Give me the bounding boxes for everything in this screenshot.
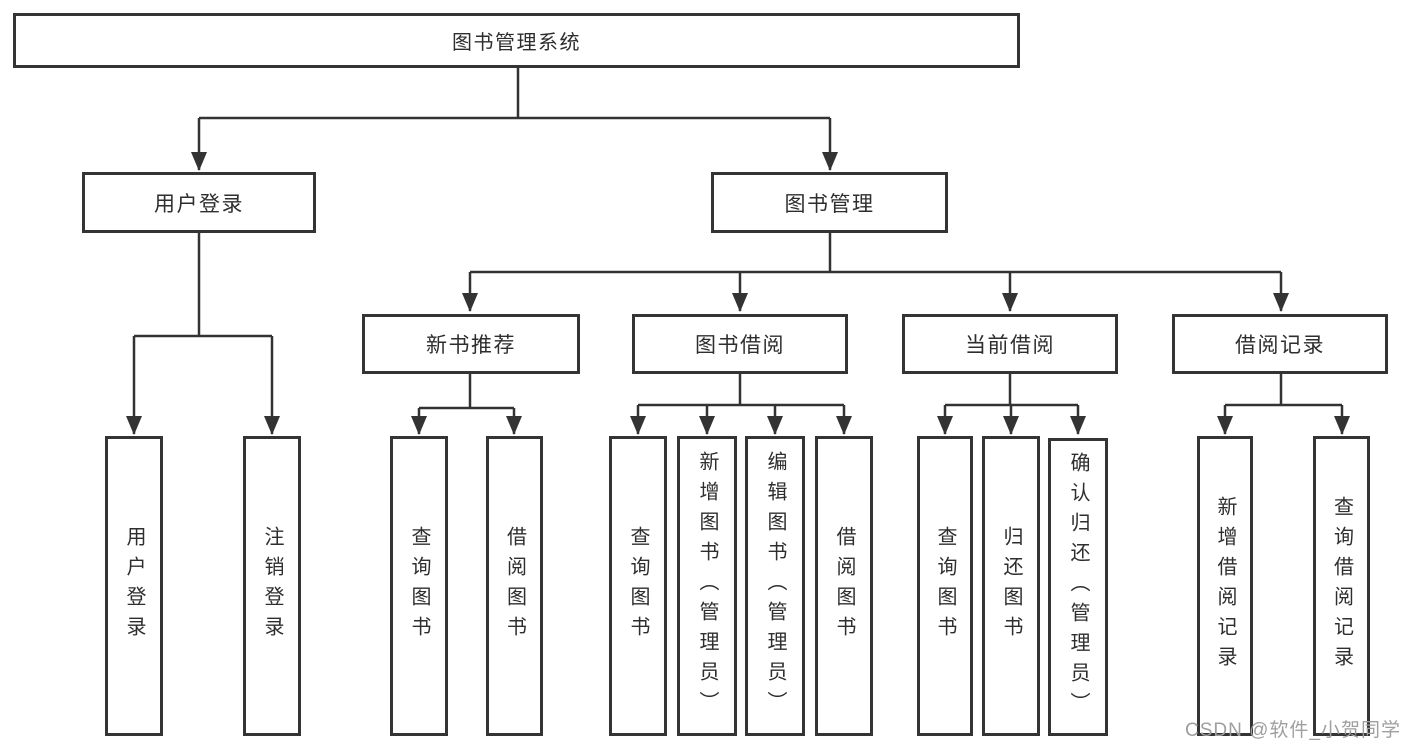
leaf-query-borrow-record: 查询借阅记录 <box>1313 436 1370 736</box>
connector-root-to-level2 <box>191 68 838 171</box>
leaf-add-book-admin: 新增图书（管理员） <box>677 436 737 736</box>
leaf-add-borrow-record: 新增借阅记录 <box>1197 436 1253 736</box>
node-root: 图书管理系统 <box>13 13 1020 68</box>
node-user-login: 用户登录 <box>82 172 316 233</box>
leaf-borrow-books-2: 借阅图书 <box>815 436 873 736</box>
node-borrow-records: 借阅记录 <box>1172 314 1388 374</box>
connector-book-mgmt-children <box>462 233 1289 312</box>
connector-book-borrow-children <box>630 374 852 435</box>
connector-user-login-children <box>126 233 280 435</box>
node-new-book-recommend: 新书推荐 <box>362 314 580 374</box>
connector-current-borrow-children <box>937 374 1086 435</box>
leaf-query-books-2: 查询图书 <box>609 436 667 736</box>
leaf-logout: 注销登录 <box>243 436 301 736</box>
leaf-query-books-1: 查询图书 <box>390 436 448 736</box>
leaf-user-login: 用户登录 <box>105 436 163 736</box>
node-book-management: 图书管理 <box>711 172 948 233</box>
leaf-query-books-3: 查询图书 <box>917 436 973 736</box>
connector-new-book-rec-children <box>411 374 522 435</box>
connector-borrow-records-children <box>1217 374 1350 435</box>
watermark: CSDN @软件_小贺同学 <box>1185 720 1401 741</box>
node-book-borrowing: 图书借阅 <box>632 314 848 374</box>
leaf-edit-book-admin: 编辑图书（管理员） <box>745 436 805 736</box>
leaf-confirm-return-admin: 确认归还（管理员） <box>1048 438 1108 736</box>
node-current-borrowing: 当前借阅 <box>902 314 1118 374</box>
leaf-return-books: 归还图书 <box>982 436 1040 736</box>
leaf-borrow-books-1: 借阅图书 <box>486 436 543 736</box>
